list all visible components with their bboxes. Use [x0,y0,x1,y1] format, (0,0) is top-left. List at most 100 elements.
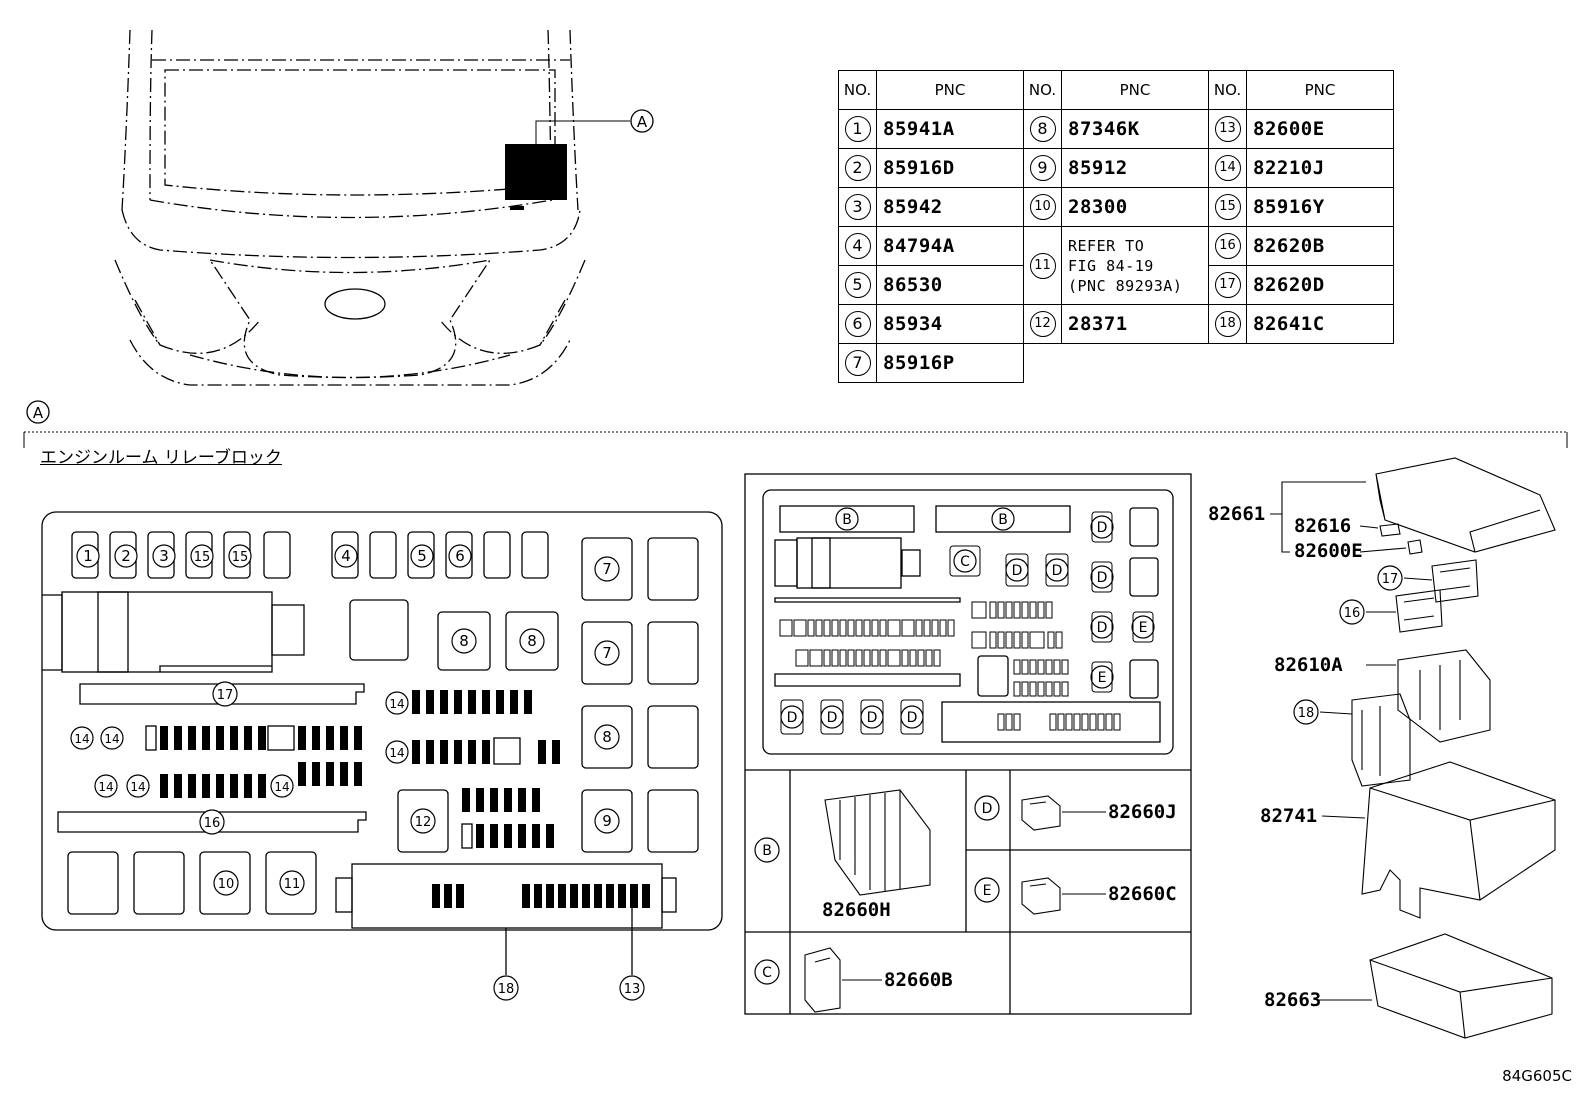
header-pnc-1: PNC [876,70,1024,110]
fuse-label-15b: 15 [232,550,249,565]
row-no: 8 [1029,116,1056,142]
part-82660h: 82660H [822,899,891,921]
table-row: 3 85942 10 28300 15 85916Y [838,187,1394,227]
refer-line-1: REFER TO [1068,236,1145,255]
connector-d-sketch [1021,795,1061,831]
pnc-table: NO. PNC NO. PNC NO. PNC 1 85941A 8 87346… [838,70,1394,383]
conn-marker-d4: D [1097,570,1108,586]
conn-marker-d6: D [787,710,798,726]
row-no: 9 [1029,155,1056,181]
part-82663: 82663 [1264,989,1321,1011]
section-title: エンジンルーム リレーブロック [40,448,282,468]
block-sketch [1397,649,1491,743]
table-row: 4 84794A 11 REFER TO FIG 84-19 (PNC 8929… [838,226,1394,305]
table-row: 6 85934 12 28371 18 82641C [838,304,1394,344]
header-no-3: NO. [1208,70,1247,110]
legend-marker-c: C [762,965,772,981]
row-pnc: 85916P [876,343,1024,383]
part-82660j: 82660J [1108,801,1177,823]
row-no: 4 [844,233,871,259]
row-no: 13 [1214,116,1241,142]
fuse-label-5: 5 [417,547,427,565]
item17-sketch [1431,559,1479,603]
fuse-sketch [1407,539,1423,555]
conn-marker-d2: D [1052,563,1063,579]
row-pnc: 85912 [1061,148,1209,188]
row-no: 7 [844,350,871,376]
conn-marker-b1: B [842,512,852,528]
header-no-1: NO. [838,70,877,110]
row-pnc: 85916Y [1246,187,1394,227]
relay-label-7b: 7 [602,644,612,662]
row-pnc: 84794A [876,226,1024,266]
row-pnc: 82210J [1246,148,1394,188]
fuse14-label-b: 14 [104,732,119,746]
lower-sketch [1369,933,1553,1039]
row-no: 2 [844,155,871,181]
part-82661: 82661 [1208,503,1265,525]
conn-marker-d1: D [1012,563,1023,579]
row-no: 17 [1214,272,1241,298]
connector-part-numbers: 82660H 82660B 82660J 82660C [822,801,1177,991]
block-callouts: 1 2 3 15 15 4 5 6 7 7 8 8 8 9 17 16 12 1… [70,544,645,1001]
row-pnc: 82620D [1246,265,1394,305]
row-no: 3 [844,194,871,220]
fuse14-label-f: 14 [389,697,404,711]
conn-marker-d7: D [827,710,838,726]
section-marker: A [33,404,44,422]
exploded-label-17: 17 [1382,572,1399,587]
fuse14-label-a: 14 [74,732,89,746]
row-pnc: 85934 [876,304,1024,344]
conn-marker-d9: D [907,710,918,726]
connector-small-boxes [779,601,1121,731]
part-82616: 82616 [1294,515,1351,537]
callout-a-label: A [637,113,648,131]
relay-label-8c: 8 [602,728,612,746]
conn-marker-c1: C [960,554,970,570]
relay-label-11: 11 [284,877,301,892]
row-pnc-refer: REFER TO FIG 84-19 (PNC 89293A) [1061,226,1209,305]
relay-label-12: 12 [415,815,432,830]
row-no: 1 [844,116,871,142]
connector-letter-markers: B B C D D D D D E E D D D D B C D E [754,507,1155,985]
fuse14-label-d: 14 [130,780,145,794]
conn-marker-e1: E [1139,620,1148,636]
refer-line-3: (PNC 89293A) [1068,276,1183,295]
table-empty-cell [1024,344,1394,383]
table-row: 5 86530 17 82620D [838,265,1394,305]
exploded-part-numbers: 82661 82616 82600E 82610A 82741 82663 [1208,503,1363,1011]
connector-view [744,473,1192,1015]
header-pnc-2: PNC [1061,70,1209,110]
relay-block-layout [41,511,723,975]
item18-sketch [1351,693,1411,787]
relay-label-7a: 7 [602,560,612,578]
row-pnc: 28300 [1061,187,1209,227]
fuse-label-3: 3 [159,547,169,565]
connector-b-sketch [824,789,931,896]
figure-code: 84G605C [1502,1067,1572,1085]
row-pnc: 85942 [876,187,1024,227]
legend-marker-e: E [983,883,992,899]
conn-marker-d3: D [1097,520,1108,536]
relay-label-10: 10 [218,877,235,892]
leader-label-18: 18 [498,982,515,997]
row-no: 18 [1214,311,1241,337]
row-no: 12 [1029,311,1056,337]
exploded-view [1270,457,1556,1039]
row-pnc: 85916D [876,148,1024,188]
table-row: 1 85941A 8 87346K 13 82600E [838,109,1394,149]
connector-part-sketches [804,789,1106,1013]
part-82610a: 82610A [1274,654,1343,676]
fuse-bars [160,690,650,908]
row-no: 16 [1214,233,1241,259]
fuse-label-1: 1 [83,547,93,565]
row-pnc: 85941A [876,109,1024,149]
leader-label-13: 13 [624,982,641,997]
table-row: 2 85916D 9 85912 14 82210J [838,148,1394,188]
clip-sketch [1379,523,1401,537]
fuse14-label-e: 14 [274,780,289,794]
part-82660c: 82660C [1108,883,1177,905]
row-pnc: 82620B [1246,226,1394,266]
exploded-callouts: 17 16 18 [1293,565,1403,725]
